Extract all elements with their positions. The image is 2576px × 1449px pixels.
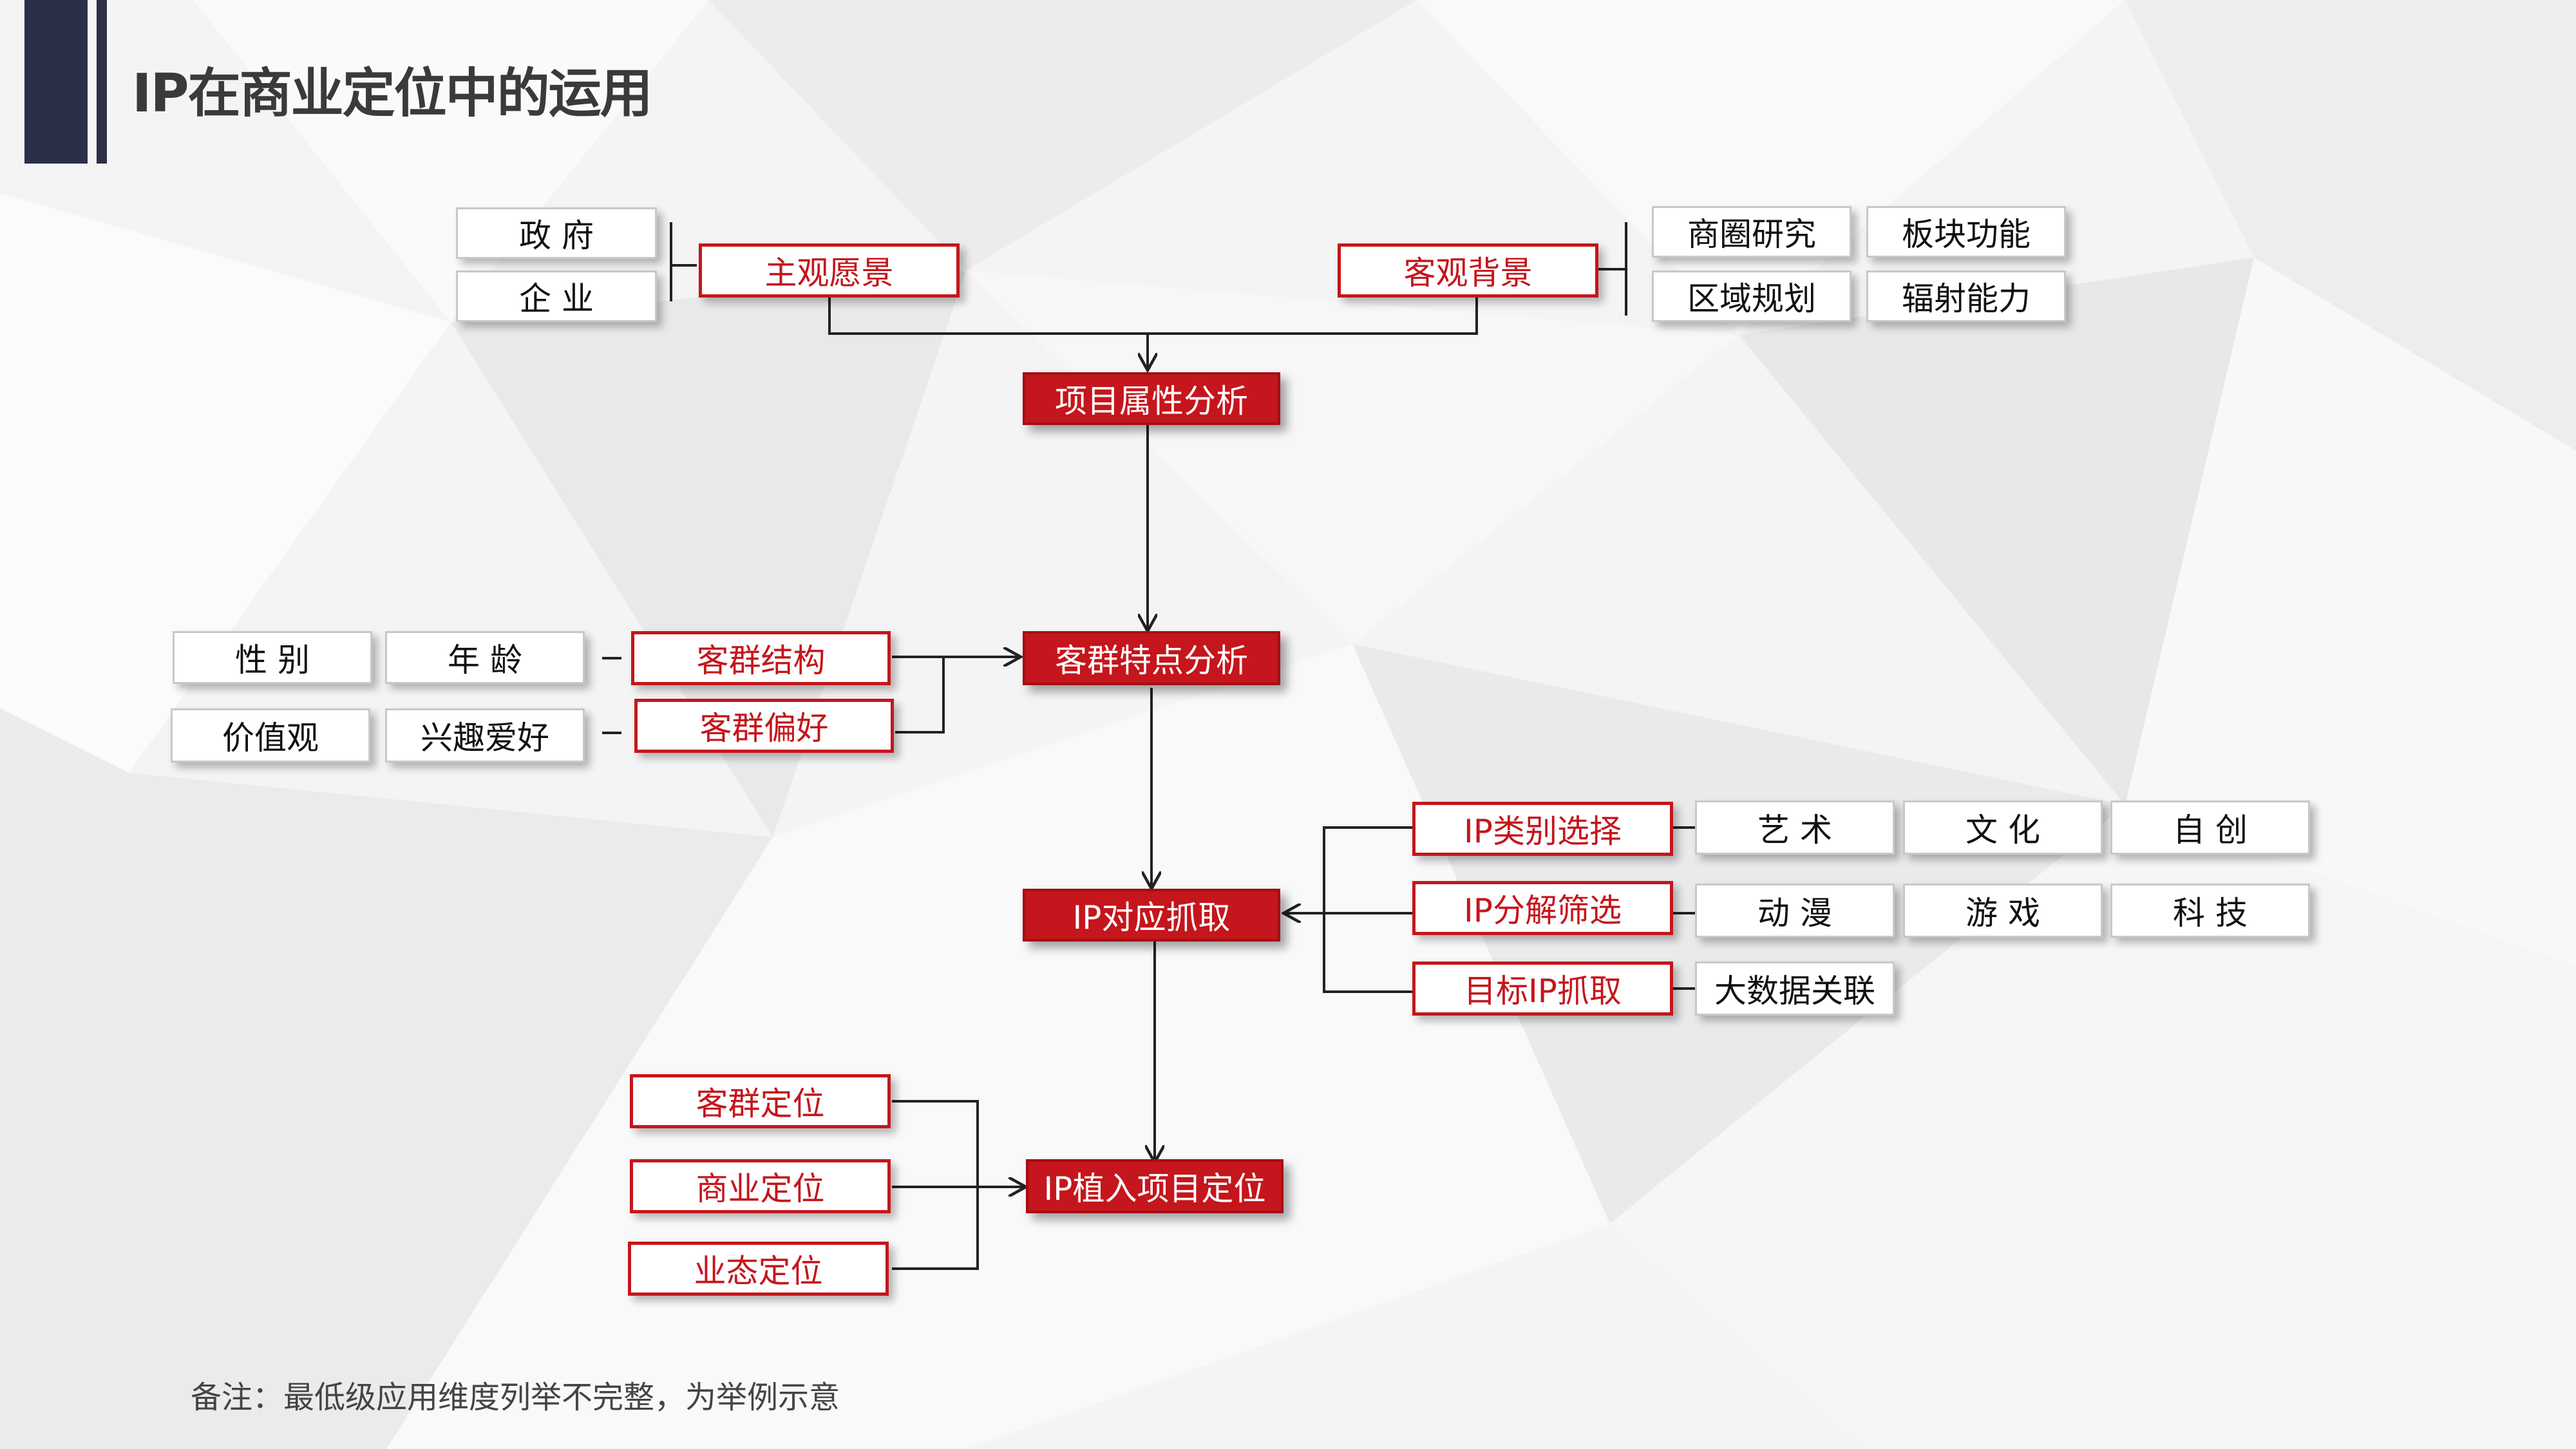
- node-ip-type-selection: IP类别选择: [1412, 802, 1673, 856]
- node-block-function: 板块功能: [1866, 206, 2066, 258]
- node-customer-preference: 客群偏好: [634, 699, 894, 753]
- footnote: 备注：最低级应用维度列举不完整，为举例示意: [191, 1379, 840, 1416]
- node-original: 自 创: [2110, 800, 2310, 855]
- node-gender: 性 别: [173, 631, 372, 684]
- title-accent-stripe: [97, 0, 107, 164]
- node-anime: 动 漫: [1695, 884, 1895, 938]
- node-subjective-vision: 主观愿景: [699, 243, 960, 298]
- node-customer-positioning: 客群定位: [630, 1074, 891, 1128]
- node-project-attribute-analysis: 项目属性分析: [1023, 372, 1280, 425]
- node-customer-structure: 客群结构: [631, 631, 891, 685]
- node-ip-decompose-filter: IP分解筛选: [1412, 881, 1673, 935]
- node-ip-implant-positioning: IP植入项目定位: [1026, 1159, 1283, 1213]
- node-ip-capture: IP对应抓取: [1023, 889, 1280, 942]
- node-big-data-association: 大数据关联: [1695, 961, 1895, 1016]
- node-game: 游 戏: [1903, 884, 2103, 938]
- node-business-positioning: 商业定位: [630, 1159, 891, 1213]
- node-objective-background: 客观背景: [1338, 243, 1598, 298]
- node-market-research: 商圈研究: [1652, 206, 1852, 258]
- node-format-positioning: 业态定位: [628, 1242, 889, 1296]
- node-target-ip-capture: 目标IP抓取: [1412, 961, 1673, 1016]
- node-enterprise: 企 业: [456, 270, 657, 322]
- title-accent-bar: [24, 0, 88, 164]
- node-government: 政 府: [456, 207, 657, 259]
- node-culture: 文 化: [1903, 800, 2103, 855]
- node-regional-planning: 区域规划: [1652, 270, 1852, 322]
- node-technology: 科 技: [2110, 884, 2310, 938]
- node-customer-traits-analysis: 客群特点分析: [1023, 631, 1280, 685]
- node-age: 年 龄: [385, 631, 585, 684]
- page-title: IP在商业定位中的运用: [132, 63, 653, 124]
- node-values: 价值观: [171, 708, 370, 762]
- node-art: 艺 术: [1695, 800, 1895, 855]
- node-interests: 兴趣爱好: [385, 708, 585, 762]
- node-radiation-capacity: 辐射能力: [1866, 270, 2066, 322]
